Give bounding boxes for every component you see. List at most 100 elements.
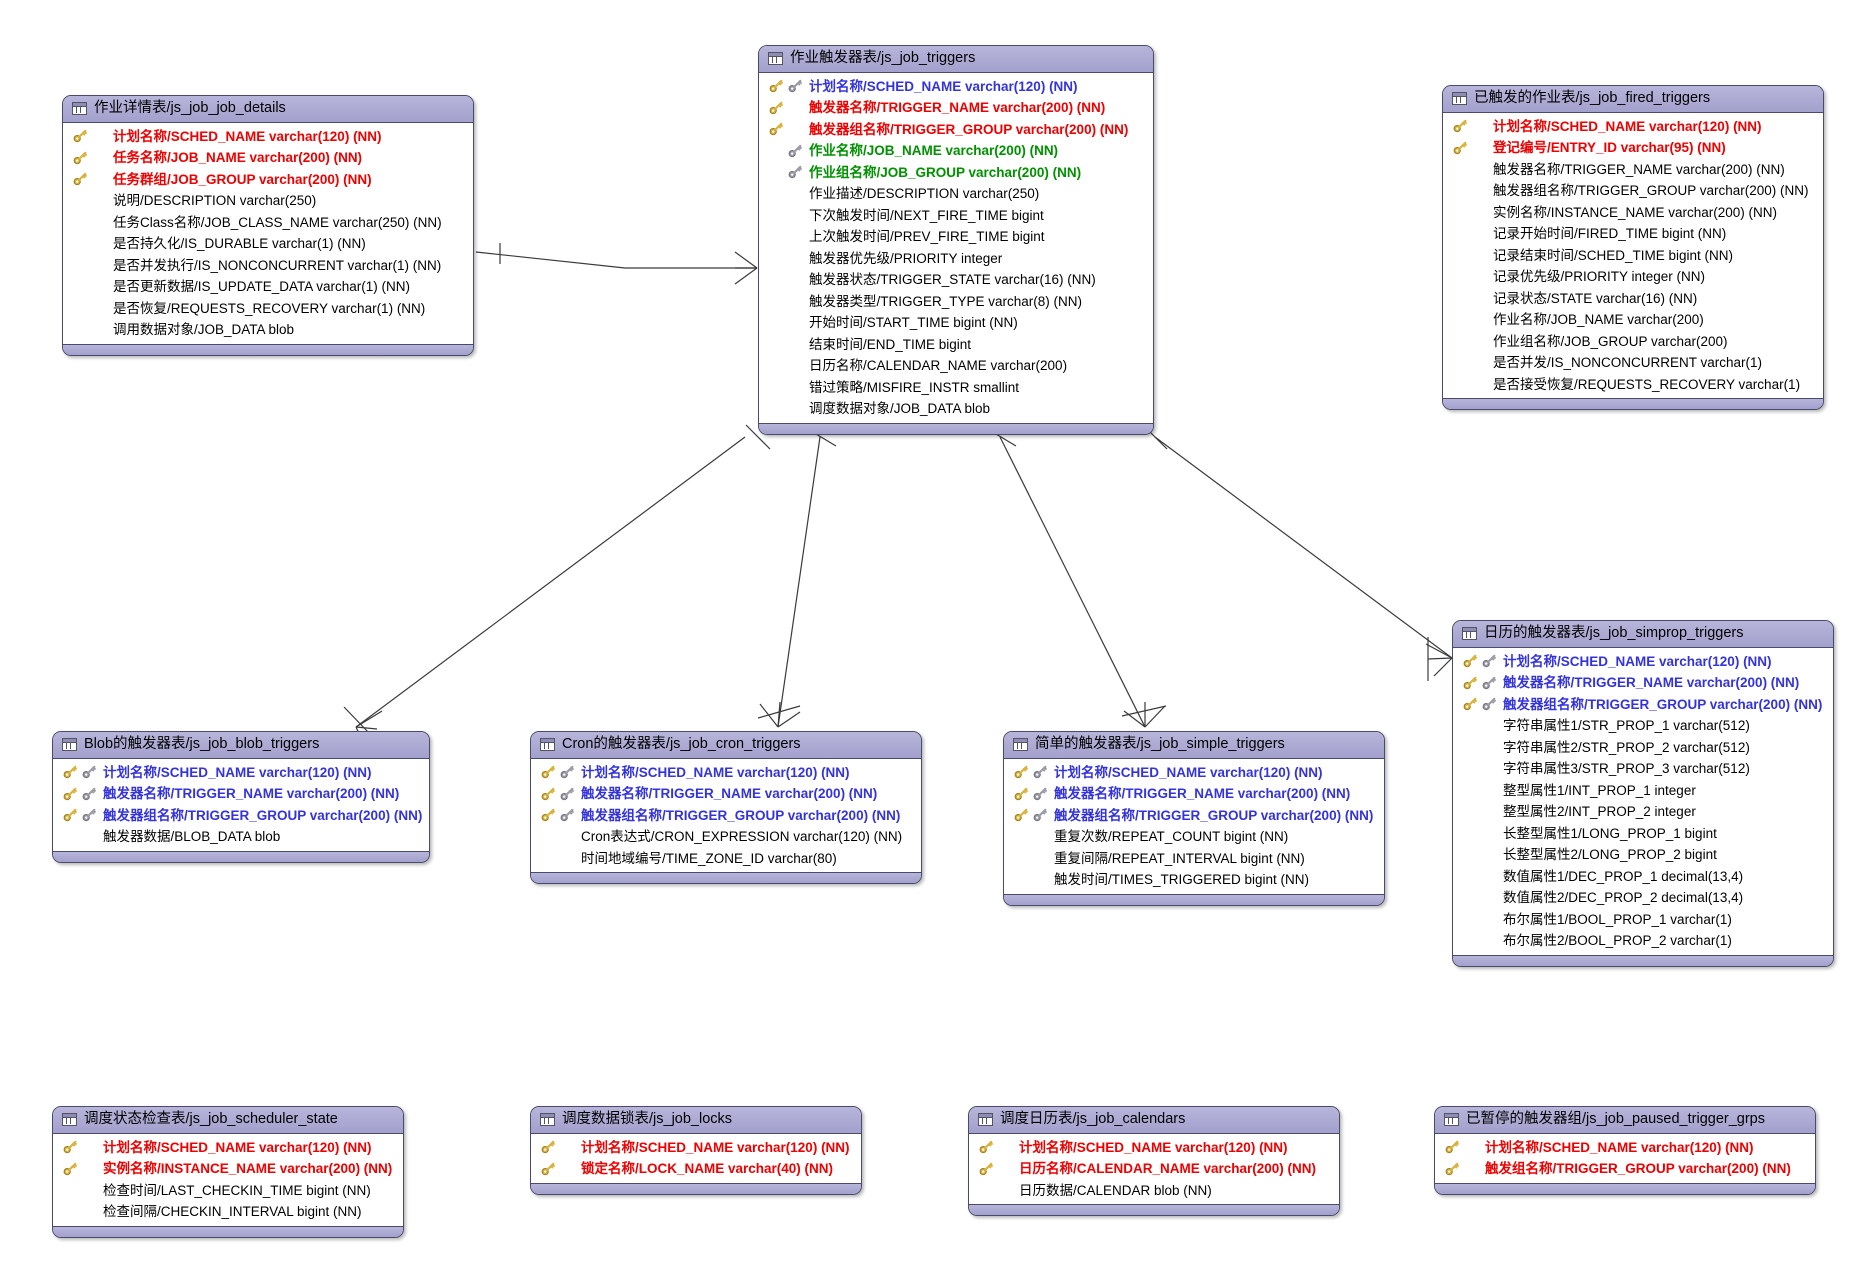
attribute-row[interactable]: 作业名称/JOB_NAME varchar(200) bbox=[1443, 309, 1823, 331]
entity-title-bar[interactable]: 简单的触发器表/js_job_simple_triggers bbox=[1004, 732, 1384, 759]
attribute-row[interactable]: 作业组名称/JOB_GROUP varchar(200) bbox=[1443, 331, 1823, 353]
entity-title-bar[interactable]: Cron的触发器表/js_job_cron_triggers bbox=[531, 732, 921, 759]
attribute-row[interactable]: 开始时间/START_TIME bigint (NN) bbox=[759, 312, 1153, 334]
entity-title-bar[interactable]: Blob的触发器表/js_job_blob_triggers bbox=[53, 732, 429, 759]
attribute-row[interactable]: 字符串属性1/STR_PROP_1 varchar(512) bbox=[1453, 715, 1833, 737]
attribute-row[interactable]: 触发器优先级/PRIORITY integer bbox=[759, 248, 1153, 270]
attribute-row[interactable]: 作业描述/DESCRIPTION varchar(250) bbox=[759, 183, 1153, 205]
entity-title-bar[interactable]: 已暂停的触发器组/js_job_paused_trigger_grps bbox=[1435, 1107, 1815, 1134]
attribute-row[interactable]: 计划名称/SCHED_NAME varchar(120) (NN) bbox=[531, 762, 921, 784]
attribute-row[interactable]: 计划名称/SCHED_NAME varchar(120) (NN) bbox=[1004, 762, 1384, 784]
attribute-row[interactable]: 错过策略/MISFIRE_INSTR smallint bbox=[759, 377, 1153, 399]
attribute-row[interactable]: 记录状态/STATE varchar(16) (NN) bbox=[1443, 288, 1823, 310]
attribute-row[interactable]: 计划名称/SCHED_NAME varchar(120) (NN) bbox=[63, 126, 473, 148]
attribute-row[interactable]: 是否并发/IS_NONCONCURRENT varchar(1) bbox=[1443, 352, 1823, 374]
attribute-row[interactable]: 整型属性1/INT_PROP_1 integer bbox=[1453, 780, 1833, 802]
entity-title-bar[interactable]: 调度数据锁表/js_job_locks bbox=[531, 1107, 861, 1134]
entity-locks[interactable]: 调度数据锁表/js_job_locks 计划名称/SCHED_NAME varch… bbox=[530, 1106, 862, 1195]
attribute-row[interactable]: 计划名称/SCHED_NAME varchar(120) (NN) bbox=[53, 1137, 403, 1159]
attribute-row[interactable]: 重复次数/REPEAT_COUNT bigint (NN) bbox=[1004, 826, 1384, 848]
attribute-row[interactable]: 重复间隔/REPEAT_INTERVAL bigint (NN) bbox=[1004, 848, 1384, 870]
entity-job_details[interactable]: 作业详情表/js_job_job_details 计划名称/SCHED_NAME … bbox=[62, 95, 474, 356]
attribute-row[interactable]: 计划名称/SCHED_NAME varchar(120) (NN) bbox=[1435, 1137, 1815, 1159]
entity-scheduler_state[interactable]: 调度状态检查表/js_job_scheduler_state 计划名称/SCHED… bbox=[52, 1106, 404, 1238]
attribute-row[interactable]: 日历名称/CALENDAR_NAME varchar(200) (NN) bbox=[969, 1158, 1339, 1180]
attribute-row[interactable]: 触发器名称/TRIGGER_NAME varchar(200) (NN) bbox=[531, 783, 921, 805]
attribute-row[interactable]: 触发器名称/TRIGGER_NAME varchar(200) (NN) bbox=[1004, 783, 1384, 805]
attribute-row[interactable]: 触发器组名称/TRIGGER_GROUP varchar(200) (NN) bbox=[1453, 694, 1833, 716]
attribute-row[interactable]: 调度数据对象/JOB_DATA blob bbox=[759, 398, 1153, 420]
attribute-row[interactable]: 布尔属性1/BOOL_PROP_1 varchar(1) bbox=[1453, 909, 1833, 931]
attribute-row[interactable]: 记录优先级/PRIORITY integer (NN) bbox=[1443, 266, 1823, 288]
attribute-row[interactable]: 触发器组名称/TRIGGER_GROUP varchar(200) (NN) bbox=[1004, 805, 1384, 827]
entity-blob_triggers[interactable]: Blob的触发器表/js_job_blob_triggers 计划名称/SCHED… bbox=[52, 731, 430, 863]
attribute-row[interactable]: 数值属性2/DEC_PROP_2 decimal(13,4) bbox=[1453, 887, 1833, 909]
attribute-row[interactable]: 日历名称/CALENDAR_NAME varchar(200) bbox=[759, 355, 1153, 377]
attribute-row[interactable]: 检查时间/LAST_CHECKIN_TIME bigint (NN) bbox=[53, 1180, 403, 1202]
attribute-row[interactable]: 实例名称/INSTANCE_NAME varchar(200) (NN) bbox=[1443, 202, 1823, 224]
attribute-row[interactable]: 计划名称/SCHED_NAME varchar(120) (NN) bbox=[1443, 116, 1823, 138]
entity-cron_triggers[interactable]: Cron的触发器表/js_job_cron_triggers 计划名称/SCHED… bbox=[530, 731, 922, 885]
attribute-row[interactable]: 作业组名称/JOB_GROUP varchar(200) (NN) bbox=[759, 162, 1153, 184]
attribute-row[interactable]: 任务群组/JOB_GROUP varchar(200) (NN) bbox=[63, 169, 473, 191]
entity-title-bar[interactable]: 作业详情表/js_job_job_details bbox=[63, 96, 473, 123]
attribute-row[interactable]: 触发器名称/TRIGGER_NAME varchar(200) (NN) bbox=[1453, 672, 1833, 694]
attribute-row[interactable]: 任务名称/JOB_NAME varchar(200) (NN) bbox=[63, 147, 473, 169]
attribute-row[interactable]: 触发器数据/BLOB_DATA blob bbox=[53, 826, 429, 848]
attribute-row[interactable]: 触发器状态/TRIGGER_STATE varchar(16) (NN) bbox=[759, 269, 1153, 291]
attribute-row[interactable]: 长整型属性2/LONG_PROP_2 bigint bbox=[1453, 844, 1833, 866]
attribute-row[interactable]: 是否更新数据/IS_UPDATE_DATA varchar(1) (NN) bbox=[63, 276, 473, 298]
attribute-row[interactable]: 上次触发时间/PREV_FIRE_TIME bigint bbox=[759, 226, 1153, 248]
entity-title-bar[interactable]: 调度状态检查表/js_job_scheduler_state bbox=[53, 1107, 403, 1134]
attribute-row[interactable]: 是否并发执行/IS_NONCONCURRENT varchar(1) (NN) bbox=[63, 255, 473, 277]
attribute-row[interactable]: 记录开始时间/FIRED_TIME bigint (NN) bbox=[1443, 223, 1823, 245]
entity-calendars[interactable]: 调度日历表/js_job_calendars 计划名称/SCHED_NAME va… bbox=[968, 1106, 1340, 1217]
attribute-row[interactable]: 长整型属性1/LONG_PROP_1 bigint bbox=[1453, 823, 1833, 845]
attribute-row[interactable]: 触发器类型/TRIGGER_TYPE varchar(8) (NN) bbox=[759, 291, 1153, 313]
attribute-row[interactable]: 日历数据/CALENDAR blob (NN) bbox=[969, 1180, 1339, 1202]
attribute-row[interactable]: 计划名称/SCHED_NAME varchar(120) (NN) bbox=[531, 1137, 861, 1159]
attribute-row[interactable]: 触发器组名称/TRIGGER_GROUP varchar(200) (NN) bbox=[759, 119, 1153, 141]
attribute-row[interactable]: 触发组名称/TRIGGER_GROUP varchar(200) (NN) bbox=[1435, 1158, 1815, 1180]
attribute-row[interactable]: 触发器名称/TRIGGER_NAME varchar(200) (NN) bbox=[53, 783, 429, 805]
attribute-row[interactable]: 任务Class名称/JOB_CLASS_NAME varchar(250) (N… bbox=[63, 212, 473, 234]
attribute-row[interactable]: Cron表达式/CRON_EXPRESSION varchar(120) (NN… bbox=[531, 826, 921, 848]
attribute-row[interactable]: 作业名称/JOB_NAME varchar(200) (NN) bbox=[759, 140, 1153, 162]
attribute-row[interactable]: 时间地域编号/TIME_ZONE_ID varchar(80) bbox=[531, 848, 921, 870]
entity-title-bar[interactable]: 作业触发器表/js_job_triggers bbox=[759, 46, 1153, 73]
attribute-row[interactable]: 触发器名称/TRIGGER_NAME varchar(200) (NN) bbox=[1443, 159, 1823, 181]
entity-paused_trigger_grps[interactable]: 已暂停的触发器组/js_job_paused_trigger_grps 计划名称/… bbox=[1434, 1106, 1816, 1195]
entity-title-bar[interactable]: 已触发的作业表/js_job_fired_triggers bbox=[1443, 86, 1823, 113]
attribute-row[interactable]: 计划名称/SCHED_NAME varchar(120) (NN) bbox=[53, 762, 429, 784]
attribute-row[interactable]: 数值属性1/DEC_PROP_1 decimal(13,4) bbox=[1453, 866, 1833, 888]
attribute-row[interactable]: 字符串属性2/STR_PROP_2 varchar(512) bbox=[1453, 737, 1833, 759]
attribute-row[interactable]: 登记编号/ENTRY_ID varchar(95) (NN) bbox=[1443, 137, 1823, 159]
attribute-row[interactable]: 是否持久化/IS_DURABLE varchar(1) (NN) bbox=[63, 233, 473, 255]
attribute-row[interactable]: 触发时间/TIMES_TRIGGERED bigint (NN) bbox=[1004, 869, 1384, 891]
attribute-row[interactable]: 是否恢复/REQUESTS_RECOVERY varchar(1) (NN) bbox=[63, 298, 473, 320]
attribute-row[interactable]: 计划名称/SCHED_NAME varchar(120) (NN) bbox=[759, 76, 1153, 98]
attribute-row[interactable]: 记录结束时间/SCHED_TIME bigint (NN) bbox=[1443, 245, 1823, 267]
attribute-row[interactable]: 整型属性2/INT_PROP_2 integer bbox=[1453, 801, 1833, 823]
entity-title-bar[interactable]: 调度日历表/js_job_calendars bbox=[969, 1107, 1339, 1134]
entity-triggers[interactable]: 作业触发器表/js_job_triggers 计划名称/SCHED_NAME va… bbox=[758, 45, 1154, 435]
entity-title-bar[interactable]: 日历的触发器表/js_job_simprop_triggers bbox=[1453, 621, 1833, 648]
attribute-row[interactable]: 说明/DESCRIPTION varchar(250) bbox=[63, 190, 473, 212]
attribute-row[interactable]: 触发器组名称/TRIGGER_GROUP varchar(200) (NN) bbox=[53, 805, 429, 827]
entity-simple_triggers[interactable]: 简单的触发器表/js_job_simple_triggers 计划名称/SCHED… bbox=[1003, 731, 1385, 906]
attribute-row[interactable]: 计划名称/SCHED_NAME varchar(120) (NN) bbox=[969, 1137, 1339, 1159]
attribute-row[interactable]: 下次触发时间/NEXT_FIRE_TIME bigint bbox=[759, 205, 1153, 227]
attribute-row[interactable]: 锁定名称/LOCK_NAME varchar(40) (NN) bbox=[531, 1158, 861, 1180]
attribute-row[interactable]: 触发器名称/TRIGGER_NAME varchar(200) (NN) bbox=[759, 97, 1153, 119]
attribute-row[interactable]: 实例名称/INSTANCE_NAME varchar(200) (NN) bbox=[53, 1158, 403, 1180]
attribute-row[interactable]: 调用数据对象/JOB_DATA blob bbox=[63, 319, 473, 341]
attribute-row[interactable]: 检查间隔/CHECKIN_INTERVAL bigint (NN) bbox=[53, 1201, 403, 1223]
attribute-row[interactable]: 布尔属性2/BOOL_PROP_2 varchar(1) bbox=[1453, 930, 1833, 952]
attribute-row[interactable]: 触发器组名称/TRIGGER_GROUP varchar(200) (NN) bbox=[1443, 180, 1823, 202]
attribute-row[interactable]: 字符串属性3/STR_PROP_3 varchar(512) bbox=[1453, 758, 1833, 780]
attribute-row[interactable]: 是否接受恢复/REQUESTS_RECOVERY varchar(1) bbox=[1443, 374, 1823, 396]
entity-fired_triggers[interactable]: 已触发的作业表/js_job_fired_triggers 计划名称/SCHED_… bbox=[1442, 85, 1824, 411]
attribute-row[interactable]: 触发器组名称/TRIGGER_GROUP varchar(200) (NN) bbox=[531, 805, 921, 827]
attribute-row[interactable]: 结束时间/END_TIME bigint bbox=[759, 334, 1153, 356]
